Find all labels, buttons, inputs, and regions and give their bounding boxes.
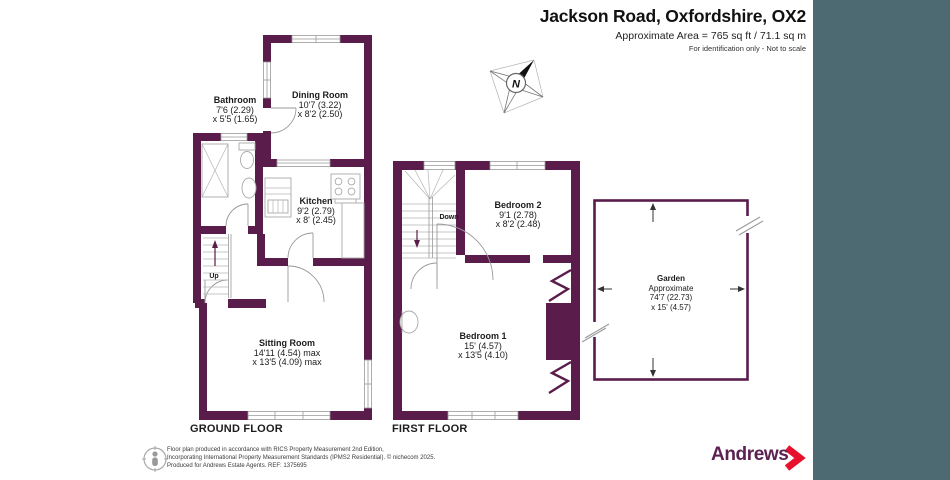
side-color-band	[813, 0, 950, 480]
stairs-down-label: Down	[439, 214, 459, 221]
stairs-up-label: Up	[209, 273, 219, 280]
identification-note: For identification only - Not to scale	[688, 44, 806, 53]
wall-opening-zigzags	[548, 268, 572, 395]
header: Jackson Road, Oxfordshire, OX2 Approxima…	[539, 6, 807, 53]
room-label-kitchen: Kitchen 9'2 (2.79) x 8' (2.45)	[296, 196, 336, 225]
hob-icon	[330, 173, 361, 204]
ground-floor-stairs	[203, 234, 232, 298]
first-floor-windows	[423, 161, 546, 420]
compass-north-label: N	[512, 79, 521, 91]
first-floor-title: FIRST FLOOR	[392, 423, 468, 435]
room-label-bedroom-2: Bedroom 2 9'1 (2.78) x 8'2 (2.48)	[494, 200, 542, 229]
room-label-bathroom: Bathroom 7'6 (2.29) x 5'5 (1.65)	[212, 95, 258, 124]
disclaimer-line-3: Produced for Andrews Estate Agents. REF:…	[167, 463, 307, 469]
ground-floor-walls	[193, 35, 372, 420]
first-floor-stairs	[402, 169, 456, 259]
fridge-icon	[264, 177, 292, 218]
measurement-standard-icon	[142, 446, 168, 472]
bedroom-sink-icon	[399, 310, 419, 334]
compass-icon: N	[489, 59, 544, 114]
bath-icon	[201, 143, 229, 198]
page-title: Jackson Road, Oxfordshire, OX2	[539, 6, 807, 26]
disclaimer-line-1: Floor plan produced in accordance with R…	[167, 447, 384, 453]
first-floor-door-arcs	[410, 223, 494, 290]
approximate-area: Approximate Area = 765 sq ft / 71.1 sq m	[615, 30, 806, 42]
kitchen-counter	[341, 202, 365, 259]
disclaimer-line-2: Incorporating International Property Mea…	[167, 455, 436, 461]
garden-outline	[581, 199, 764, 381]
ground-floor-title: GROUND FLOOR	[190, 423, 283, 435]
first-floor-walls	[393, 161, 580, 420]
ground-floor-windows	[220, 35, 372, 420]
brand-chevron-icon	[784, 445, 806, 471]
room-label-dining-room: Dining Room 10'7 (3.22) x 8'2 (2.50)	[292, 90, 348, 119]
toilet-icon	[238, 142, 256, 169]
ground-floor-door-arcs	[204, 107, 325, 304]
bathroom-sink-icon	[241, 177, 257, 199]
room-label-bedroom-1: Bedroom 1 15' (4.57) x 13'5 (4.10)	[458, 331, 508, 360]
disclaimer: Floor plan produced in accordance with R…	[167, 446, 435, 470]
room-label-sitting-room: Sitting Room 14'11 (4.54) max x 13'5 (4.…	[252, 338, 322, 367]
garden-label: Garden Approximate 74'7 (22.73) x 15' (4…	[648, 274, 694, 312]
brand-wordmark: Andrews	[711, 444, 789, 465]
